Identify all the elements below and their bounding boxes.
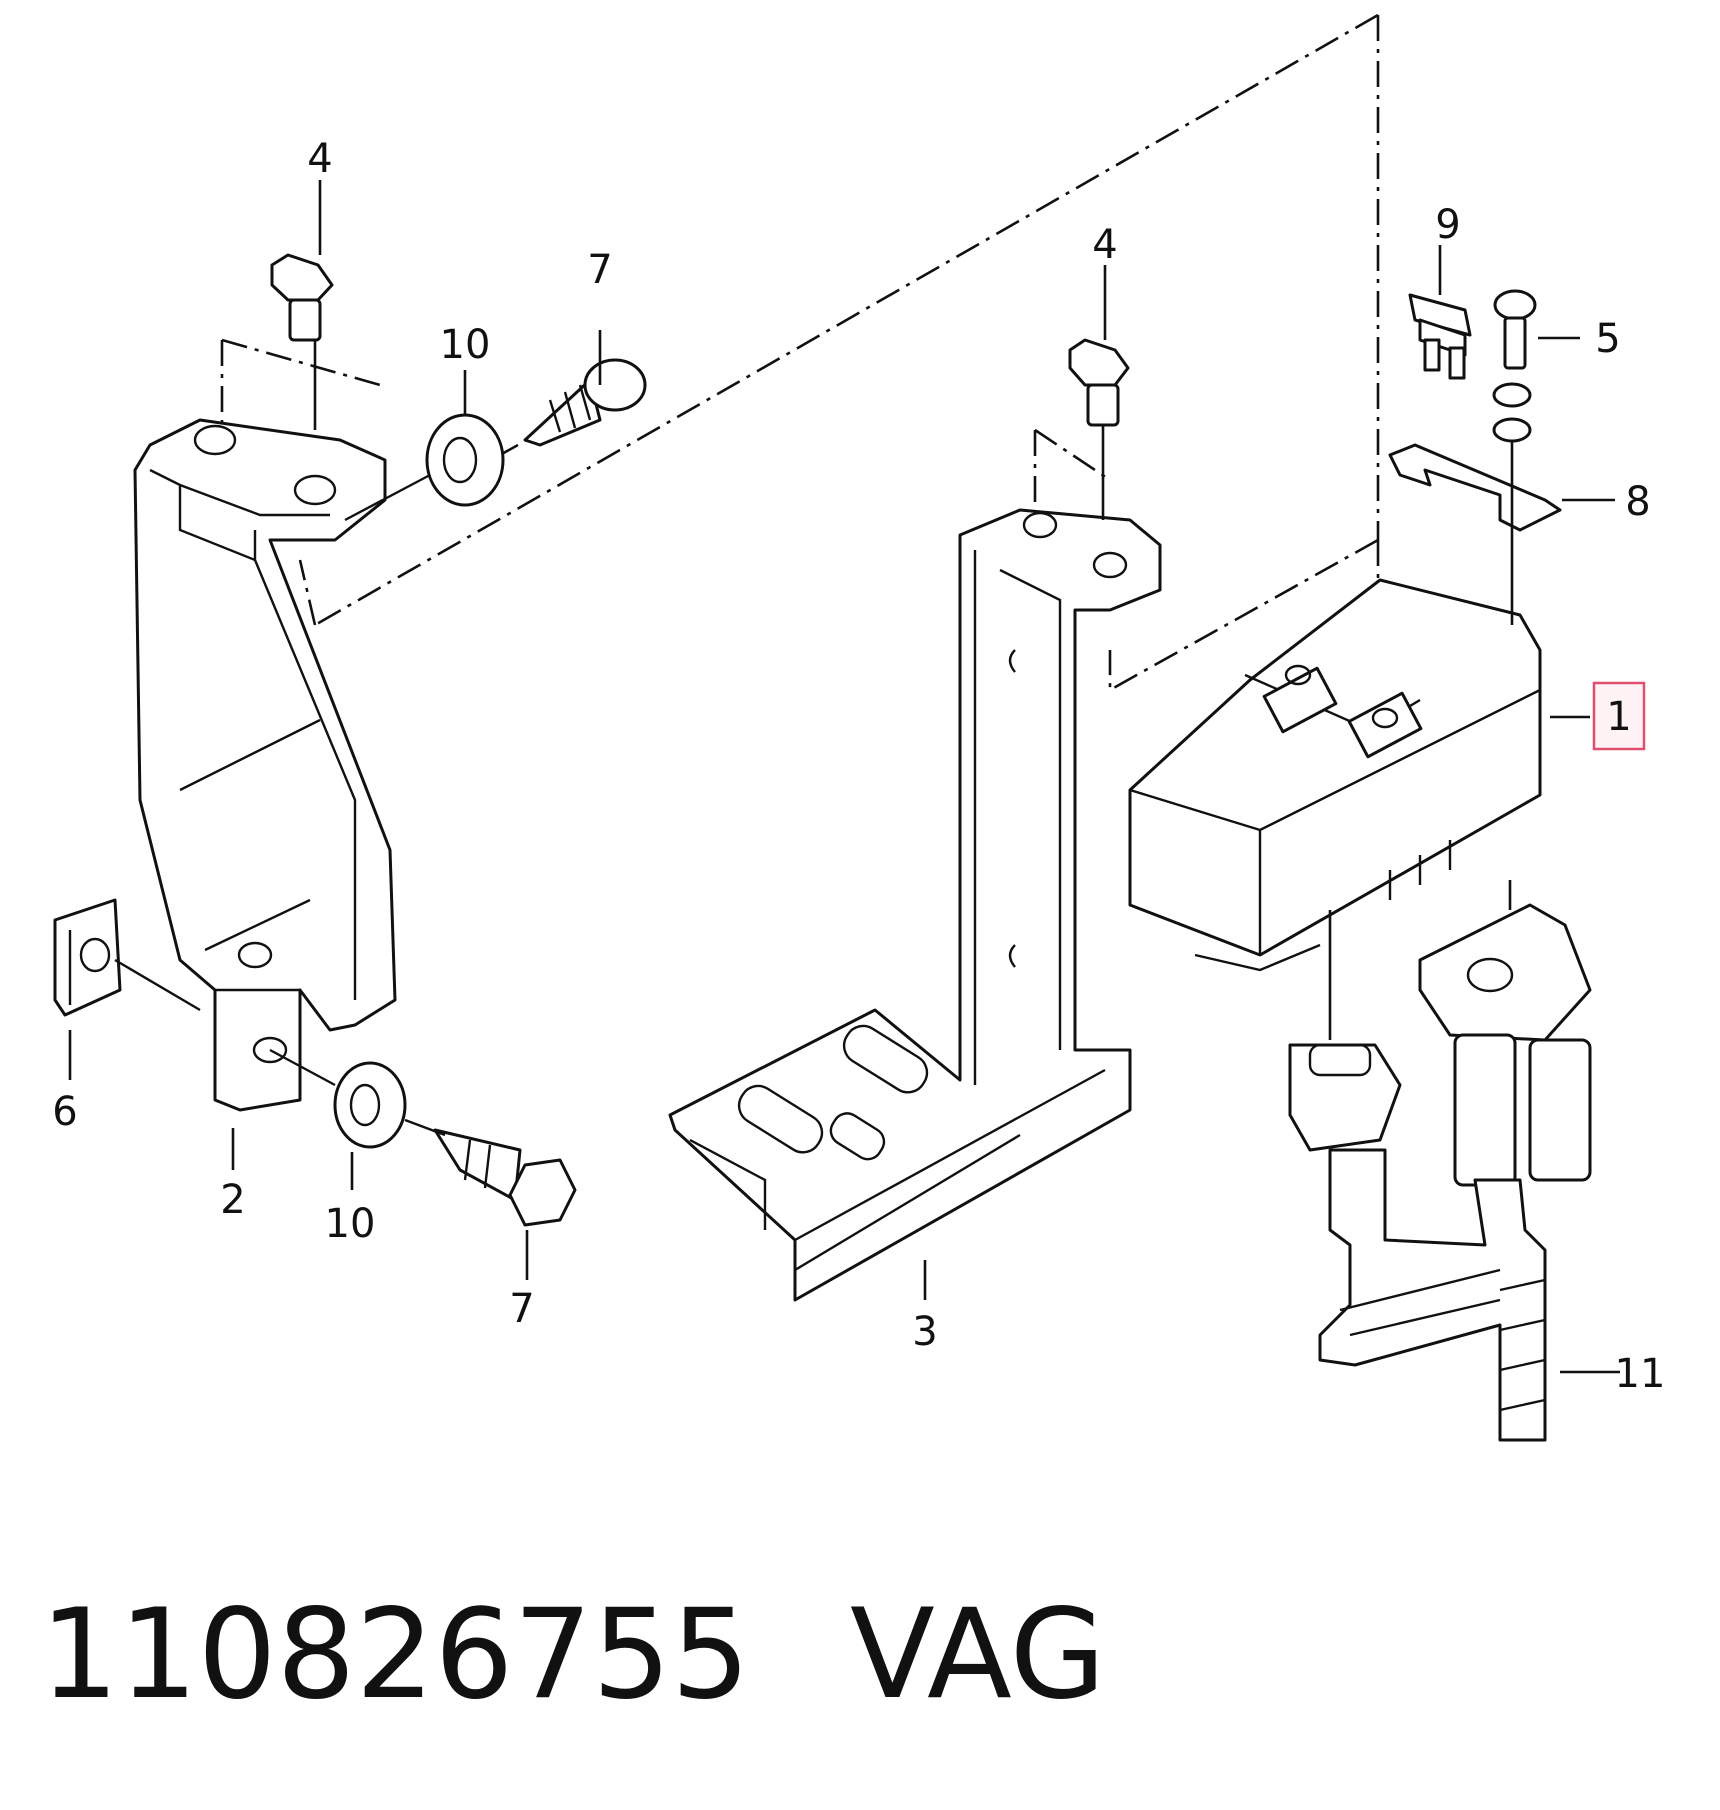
part-number: 110826755	[40, 1583, 751, 1727]
center-bracket	[668, 508, 1162, 1302]
wiring-harness	[1318, 1148, 1547, 1442]
footer-caption: 110826755 VAG	[40, 1570, 1700, 1770]
hex-bolt-left	[270, 253, 334, 342]
callout-4-right: 4	[1092, 222, 1117, 268]
callout-2: 2	[220, 1177, 245, 1223]
callout-10-bottom: 10	[325, 1201, 376, 1247]
callout-8: 8	[1625, 479, 1650, 525]
callout-9: 9	[1435, 202, 1460, 248]
callout-1: 1	[1606, 694, 1631, 740]
callout-5: 5	[1595, 316, 1620, 362]
callout-7-bottom: 7	[509, 1286, 534, 1332]
self-tapping-screw-top	[523, 358, 647, 447]
washer-top	[425, 413, 505, 507]
callout-7-top: 7	[587, 247, 612, 293]
callout-11: 11	[1615, 1351, 1666, 1397]
connector-large	[1418, 903, 1592, 1187]
mounting-plate	[1388, 443, 1562, 532]
highlight-box-part-1	[1592, 681, 1646, 751]
callout-10-top: 10	[440, 322, 491, 368]
screw-small	[1493, 289, 1537, 370]
left-bracket	[133, 418, 397, 1112]
self-tapping-screw-bottom	[433, 1128, 577, 1227]
alignment-lines	[220, 13, 1380, 720]
callout-3: 3	[912, 1309, 937, 1355]
callout-leaders	[68, 180, 1620, 1374]
clip-nut	[53, 898, 122, 1017]
exploded-parts-diagram: 1 2 3 4 4 5 6 7 7 8 9 10 10 11	[52, 13, 1665, 1442]
blade-fuse	[1408, 293, 1472, 380]
washer-small-pair	[1492, 382, 1532, 443]
callout-4-left: 4	[307, 136, 332, 182]
control-unit	[1128, 578, 1542, 972]
callout-labels: 1 2 3 4 4 5 6 7 7 8 9 10 10 11	[52, 136, 1665, 1397]
washer-bottom	[333, 1061, 407, 1149]
callout-6: 6	[52, 1089, 77, 1135]
brand-name: VAG	[850, 1583, 1106, 1727]
connector-small	[1288, 1043, 1402, 1152]
hex-bolt-right	[1068, 338, 1130, 427]
